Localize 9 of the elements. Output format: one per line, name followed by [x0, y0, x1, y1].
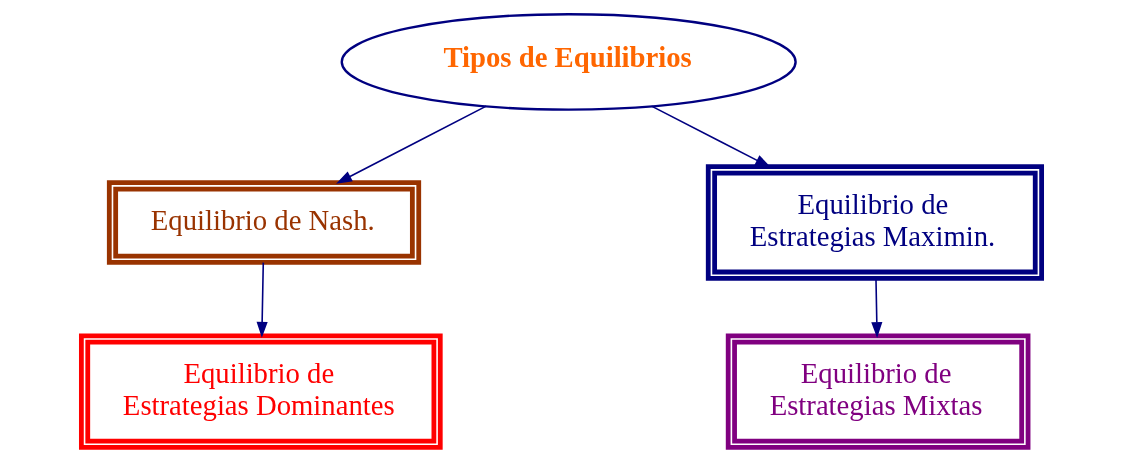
arrow [336, 105, 488, 184]
node-ellipse: Tipos de Equilibrios [340, 13, 797, 111]
arrow [256, 261, 268, 338]
arrow [871, 277, 883, 338]
node-box: Equilibrio de Estrategias Mixtas [725, 333, 1031, 450]
node-box: Equilibrio de Nash. [106, 180, 422, 265]
node-box: Equilibrio de Estrategias Maximin. [705, 164, 1044, 281]
node-box: Equilibrio de Estrategias Dominantes [79, 333, 443, 450]
arrow [650, 105, 772, 168]
